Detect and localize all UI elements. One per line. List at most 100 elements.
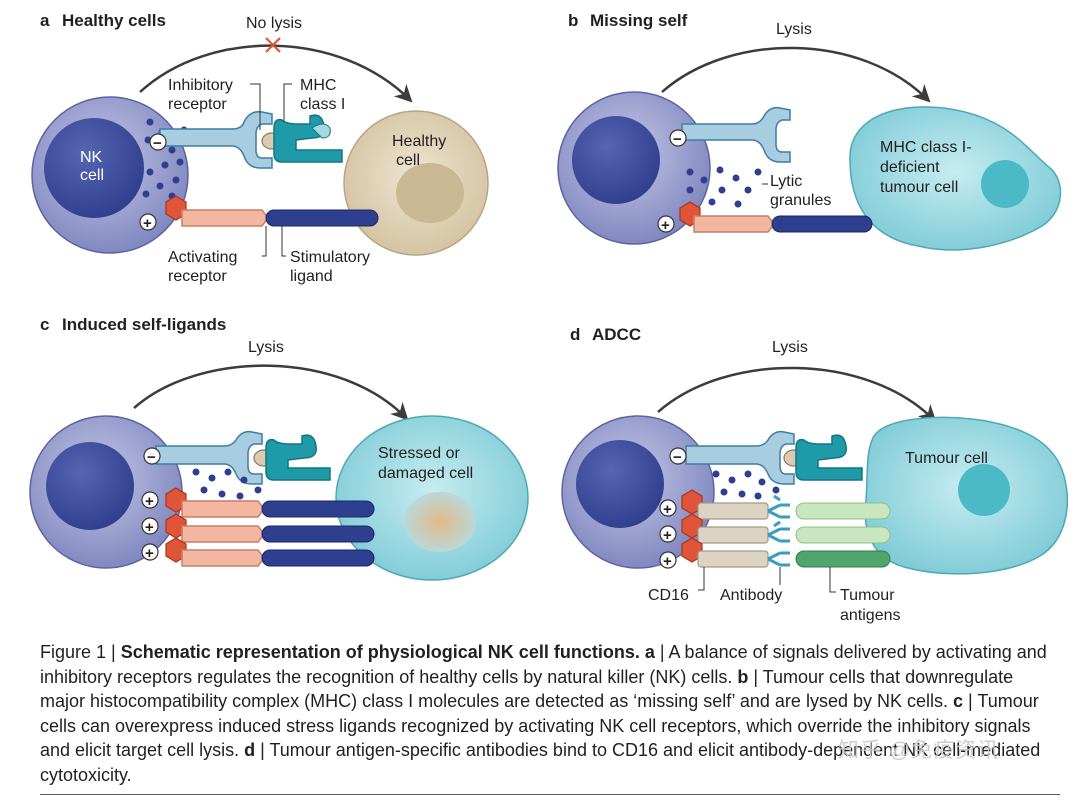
- nk-cell-nucleus: [44, 118, 144, 218]
- plus-sign: +: [663, 553, 672, 570]
- lytic-granules: [686, 166, 762, 208]
- stressed-cell-nucleus: [404, 492, 476, 552]
- activating-receptor: [693, 215, 775, 233]
- panel-a-outcome: No lysis: [246, 15, 302, 32]
- caption-title: Schematic representation of physiologica…: [120, 642, 640, 662]
- tumour-cell-nucleus: [981, 160, 1029, 208]
- activating-receptor-label-line2: receptor: [168, 268, 227, 285]
- plus-sign: +: [145, 545, 154, 562]
- stressed-cell-label-line2: damaged cell: [378, 465, 473, 482]
- tumour-cell-label-line3: tumour cell: [880, 179, 958, 196]
- inhibitory-receptor: [155, 430, 263, 485]
- inhibitory-receptor: [685, 430, 795, 485]
- no-lysis-cross-icon: [265, 37, 281, 53]
- caption-b-letter: b: [737, 666, 749, 687]
- panel-d: d ADCC Lysis Tumour cell − +: [561, 325, 1069, 624]
- minus-sign: −: [153, 135, 162, 152]
- panel-b-outcome: Lysis: [776, 21, 812, 38]
- granules: [192, 468, 262, 500]
- caption-d-text: | Tumour antigen-specific antibodies bin…: [40, 740, 1041, 785]
- minus-sign: −: [147, 449, 156, 466]
- figure-caption: Figure 1 | Schematic representation of p…: [40, 640, 1060, 787]
- inhibitory-receptor-label-line2: receptor: [168, 96, 227, 113]
- nk-cell-label-line2: cell: [80, 167, 104, 184]
- granules: [712, 470, 780, 500]
- plus-sign: +: [663, 501, 672, 518]
- stimulatory-ligand: [771, 215, 873, 233]
- panel-c-title: Induced self-ligands: [62, 315, 226, 334]
- tumour-cell-label-line2: deficient: [880, 159, 940, 176]
- plus-sign-icon: [139, 213, 157, 231]
- caption-d-letter: d: [244, 740, 256, 760]
- nk-cell-nucleus: [46, 442, 134, 530]
- activating-receptor-hexagon: [165, 195, 187, 221]
- caption-prefix: Figure 1 |: [40, 642, 121, 662]
- panel-c-outcome: Lysis: [248, 339, 284, 356]
- lysis-arrow: [661, 46, 931, 103]
- watermark: 知乎 @免疫资讯: [838, 739, 1000, 762]
- stimulatory-ligand-label-line1: Stimulatory: [290, 249, 370, 266]
- lytic-granules-label-line2: granules: [770, 192, 831, 209]
- inhibitory-receptor-label-line1: Inhibitory: [168, 77, 233, 94]
- panel-a-letter: a: [40, 11, 50, 30]
- tumour-cell-nucleus: [958, 464, 1010, 516]
- tumour-antigens-label-line2: antigens: [840, 607, 901, 624]
- minus-sign: −: [673, 131, 682, 148]
- stimulatory-ligand: [265, 209, 379, 227]
- panel-d-outcome: Lysis: [772, 339, 808, 356]
- lytic-granules-label-line1: Lytic: [770, 173, 802, 190]
- nk-cell-nucleus: [572, 116, 660, 204]
- panel-b-letter: b: [568, 11, 578, 30]
- minus-sign-icon: [669, 447, 687, 465]
- caption-a-letter: a: [644, 642, 655, 662]
- tumour-cell: [849, 106, 1062, 251]
- stressed-cell-label-line1: Stressed or: [378, 445, 460, 462]
- plus-sign: +: [145, 493, 154, 510]
- minus-sign-icon: [143, 447, 161, 465]
- mhc-class-i: [273, 114, 343, 163]
- bottom-rule: [40, 794, 1060, 795]
- plus-sign: +: [143, 215, 152, 232]
- cd16-label: CD16: [648, 587, 689, 604]
- nk-cell-nucleus: [576, 440, 664, 528]
- inhibitory-receptor: [681, 106, 791, 163]
- mhc-label-line1: MHC: [300, 77, 336, 94]
- mhc-class-i: [265, 434, 331, 481]
- panel-c-letter: c: [40, 315, 49, 334]
- panel-b: b Missing self Lysis MHC class I- defici…: [557, 11, 1062, 251]
- panel-b-title: Missing self: [590, 11, 688, 30]
- plus-sign: +: [663, 527, 672, 544]
- activating-receptor-row: +: [141, 537, 375, 567]
- healthy-cell-label-line2: cell: [396, 152, 420, 169]
- caption-c-text: | Tumour cells can overexpress induced s…: [40, 691, 1039, 760]
- nk-cell-label-line1: NK: [80, 149, 103, 166]
- panel-a-title: Healthy cells: [62, 11, 166, 30]
- activating-receptor-row: +: [141, 487, 375, 518]
- mhc-class-i: [795, 434, 863, 481]
- panel-a: a Healthy cells No lysis Healthy cell NK…: [31, 11, 489, 285]
- inhibitory-receptor: [159, 110, 273, 169]
- tumour-cell-label: Tumour cell: [905, 450, 988, 467]
- plus-sign-icon: [657, 215, 675, 233]
- healthy-cell-label-line1: Healthy: [392, 133, 446, 150]
- activating-receptor-label-line1: Activating: [168, 249, 237, 266]
- lysis-arrow: [133, 364, 409, 421]
- plus-sign: +: [661, 217, 670, 234]
- panel-d-letter: d: [570, 325, 580, 344]
- caption-c-letter: c: [953, 691, 964, 711]
- minus-sign-icon: [669, 129, 687, 147]
- cd16-antibody-antigen-row: +: [659, 513, 891, 544]
- activating-receptor: [181, 209, 269, 227]
- cd16-antibody-antigen-row: +: [659, 489, 891, 528]
- cd16-antibody-antigen-row: +: [659, 537, 891, 570]
- antibody-label: Antibody: [720, 587, 782, 604]
- caption-a-text: | A balance of signals delivered by acti…: [40, 642, 1047, 687]
- stimulatory-ligand-label-line2: ligand: [290, 268, 333, 285]
- tumour-antigens-label-line1: Tumour: [840, 587, 895, 604]
- mhc-label-line2: class I: [300, 96, 345, 113]
- healthy-cell-nucleus: [396, 163, 464, 223]
- panel-d-title: ADCC: [592, 325, 641, 344]
- tumour-cell-label-line1: MHC class I-: [880, 139, 972, 156]
- minus-sign: −: [673, 449, 682, 466]
- nk-cell-functions-figure: a Healthy cells No lysis Healthy cell NK…: [29, 11, 1069, 624]
